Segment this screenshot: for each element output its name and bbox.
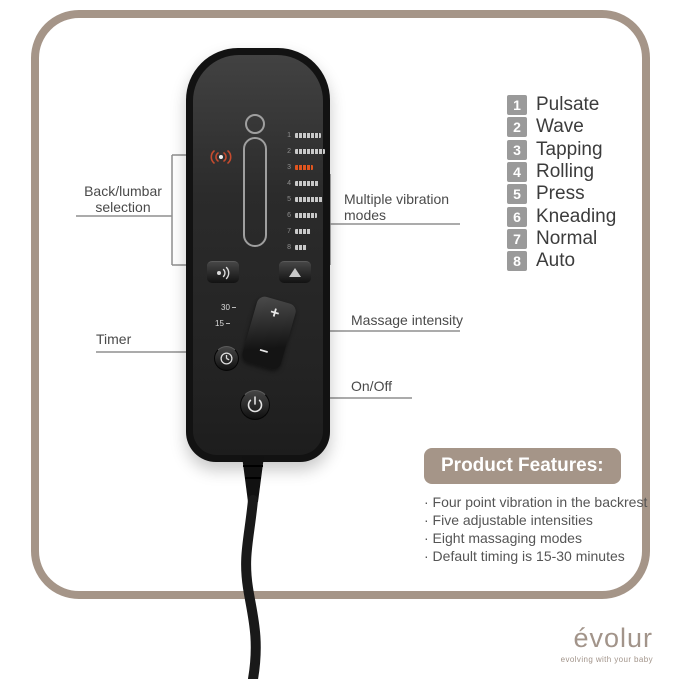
body-silhouette [210,114,267,247]
mode-row: 7 Normal [507,228,616,250]
mode-row: 4 Rolling [507,161,616,183]
mode-name: Press [536,183,585,205]
border-frame [31,10,650,599]
feature-item: · Four point vibration in the backrest [424,494,648,510]
mode-name: Kneading [536,205,617,227]
vibration-bar-active [295,164,313,170]
feature-item: · Default timing is 15-30 minutes [424,548,625,564]
brand-name: évolur [573,623,653,653]
power-button[interactable] [240,390,270,420]
timer-button[interactable] [214,346,239,371]
vibration-bar [295,228,311,234]
mode-name: Wave [536,116,584,138]
mode-row: 1 Pulsate [507,94,616,116]
mode-row: 3 Tapping [507,139,616,161]
mode-row: 8 Auto [507,250,616,272]
plus-sign: + [267,303,282,323]
timer-mark-15: 15 [215,319,230,328]
bar-number: 7 [287,227,291,235]
bar-row: 2 [285,143,325,159]
mode-number-badge: 4 [507,162,527,183]
brand-tagline: evolving with your baby [560,655,653,664]
mode-name: Rolling [536,161,595,183]
mode-name: Normal [536,227,598,249]
features-list: · Four point vibration in the backrest ·… [424,494,652,565]
vibration-bar [295,148,325,154]
power-icon [247,396,263,413]
bar-row: 5 [285,191,325,207]
mode-legend: 1 Pulsate 2 Wave 3 Tapping 4 Rolling 5 P… [507,94,616,272]
mode-number-badge: 2 [507,117,527,138]
mode-button[interactable] [279,261,311,283]
vibration-icon [210,150,232,164]
brand-logo: évolur evolving with your baby [561,623,653,664]
bar-row: 3 [285,159,325,175]
vibration-waves-icon [217,266,230,279]
bar-row: 4 [285,175,325,191]
mode-name: Auto [536,250,576,272]
mode-number-badge: 1 [507,95,527,116]
feature-item: · Five adjustable intensities [424,512,593,528]
features-title-badge: Product Features: [424,448,621,484]
timer-label: Timer [96,331,132,347]
timer-mark-30: 30 [221,303,236,312]
clock-icon [220,352,233,365]
remote-control: 1 2 3 4 5 6 7 [186,48,330,462]
tick [231,307,236,308]
feature-item: · Eight massaging modes [424,530,582,546]
bar-number: 2 [287,147,291,155]
vibration-level-bars: 1 2 3 4 5 6 7 [285,127,325,255]
bar-number: 8 [287,243,291,251]
mode-number-badge: 8 [507,251,527,272]
bar-row: 6 [285,207,325,223]
product-features: Product Features: · Four point vibration… [424,448,652,566]
vibration-bar [295,196,323,202]
bar-number: 3 [287,163,291,171]
mode-row: 6 Kneading [507,205,616,227]
mode-name: Pulsate [536,94,600,116]
bar-number: 1 [287,131,291,139]
back-lumbar-label: Back/lumbar selection [84,183,162,215]
triangle-icon [289,268,301,277]
mode-row: 2 Wave [507,116,616,138]
bar-number: 5 [287,195,291,203]
on-off-label: On/Off [351,378,392,394]
bar-row: 1 [285,127,325,143]
vibration-bar [295,180,319,186]
bar-number: 4 [287,179,291,187]
mode-number-badge: 3 [507,139,527,160]
massage-intensity-label: Massage intensity [351,312,464,328]
vibration-bar [295,132,321,138]
mode-number-badge: 5 [507,184,527,205]
mode-name: Tapping [536,138,603,160]
minus-sign: − [256,342,271,362]
mode-number-badge: 7 [507,228,527,249]
mode-number-badge: 6 [507,206,527,227]
mode-row: 5 Press [507,183,616,205]
bar-row: 7 [285,223,325,239]
back-lumbar-button[interactable] [207,261,239,283]
tick [225,323,230,324]
bar-number: 6 [287,211,291,219]
vibration-bar [295,244,307,250]
vibration-modes-label: Multiple vibration modes [344,191,450,223]
vibration-bar [295,212,317,218]
remote-face: 1 2 3 4 5 6 7 [193,55,325,455]
bar-row: 8 [285,239,325,255]
